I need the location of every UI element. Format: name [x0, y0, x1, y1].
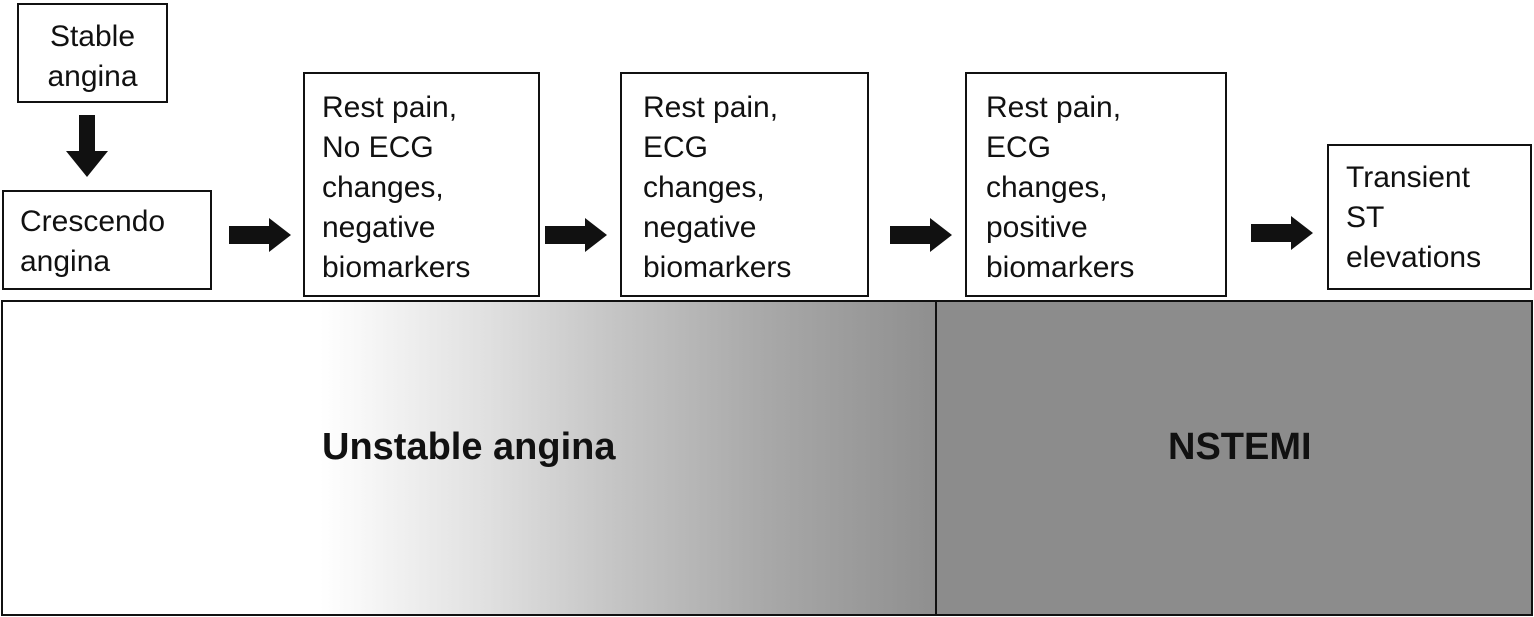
- unstable-angina-label: Unstable angina: [322, 426, 616, 468]
- box-text-line: biomarkers: [322, 251, 471, 284]
- box-text-line: Stable: [49, 20, 136, 53]
- box-text-line: angina: [20, 245, 111, 278]
- crescendo-angina-box: Crescendo angina: [2, 190, 212, 290]
- box-text-line: ECG: [643, 131, 709, 164]
- right-arrow-icon: [229, 218, 291, 252]
- stage-ecg-negative-biomarkers-box: Rest pain, ECG changes, negative biomark…: [620, 72, 869, 297]
- box-text-line: Rest pain,: [643, 91, 779, 124]
- box-text-line: Rest pain,: [322, 91, 458, 124]
- nstemi-label: NSTEMI: [1168, 426, 1312, 468]
- right-arrow-icon: [890, 218, 952, 252]
- box-text-line: positive: [986, 211, 1088, 244]
- right-arrow-icon: [545, 218, 607, 252]
- box-text-line: changes,: [643, 171, 765, 204]
- down-arrow-icon: [66, 115, 108, 177]
- unstable-angina-region: Unstable angina: [3, 302, 937, 614]
- box-text-line: elevations: [1346, 241, 1482, 274]
- box-text-line: changes,: [986, 171, 1108, 204]
- transient-st-elevations-box: Transient ST elevations: [1327, 144, 1532, 290]
- nstemi-region: NSTEMI: [937, 302, 1531, 614]
- stage-ecg-positive-biomarkers-box: Rest pain, ECG changes, positive biomark…: [965, 72, 1227, 297]
- box-text-line: Crescendo: [20, 205, 166, 238]
- box-text-line: Rest pain,: [986, 91, 1122, 124]
- box-text-line: angina: [47, 60, 138, 93]
- box-text-line: negative: [322, 211, 436, 244]
- stage-no-ecg-changes-box: Rest pain, No ECG changes, negative biom…: [303, 72, 540, 297]
- right-arrow-icon: [1251, 216, 1313, 250]
- box-text-line: negative: [643, 211, 757, 244]
- box-text-line: biomarkers: [643, 251, 792, 284]
- box-text-line: ECG: [986, 131, 1052, 164]
- box-text-line: changes,: [322, 171, 444, 204]
- box-text-line: Transient: [1346, 161, 1470, 194]
- box-text-line: biomarkers: [986, 251, 1135, 284]
- box-text-line: ST: [1346, 201, 1385, 234]
- box-text-line: No ECG: [322, 131, 434, 164]
- stable-angina-box: Stable angina: [17, 3, 168, 103]
- classification-band: Unstable angina NSTEMI: [1, 300, 1533, 616]
